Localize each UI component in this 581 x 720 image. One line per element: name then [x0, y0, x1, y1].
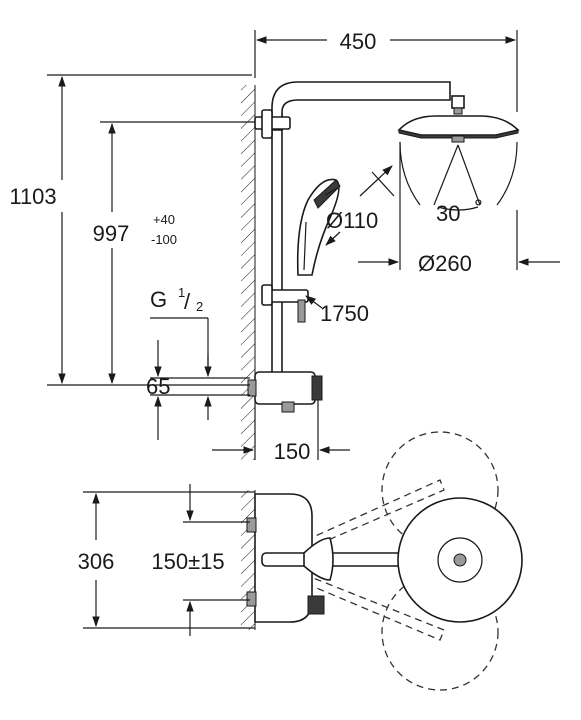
swivel-angle-marker	[399, 141, 518, 211]
dimension-260-label: Ø260	[418, 251, 472, 276]
thread-slash: /	[184, 289, 191, 314]
dimension-150-label: 150	[274, 439, 311, 464]
wall-bracket-top	[254, 109, 291, 139]
wall-top-view	[241, 490, 256, 630]
wall-side-view	[241, 85, 256, 460]
connection-thread-label: G 1 / 2	[150, 285, 209, 372]
dimension-65-label: 65	[146, 374, 170, 399]
dimension-depth-306: 306	[78, 491, 255, 629]
angle-unit-label: °	[474, 195, 483, 220]
tolerance-minus-label: -100	[151, 232, 177, 247]
top-view: 306 150±15	[78, 431, 523, 691]
dimension-450-label: 450	[340, 29, 377, 54]
dimension-150-15-label: 150±15	[151, 549, 224, 574]
dimension-height-997: 997 +40 -100	[93, 121, 255, 385]
dimension-height-1103: 1103	[9, 74, 252, 386]
dimension-projection-150: 150	[212, 400, 350, 464]
head-shower	[397, 95, 520, 143]
dimension-offset-65: 65	[146, 340, 250, 440]
dimension-inlet-spacing: 150±15	[151, 484, 250, 636]
hand-shower-holder	[261, 284, 309, 323]
tolerance-plus-label: +40	[153, 212, 175, 227]
dimension-swivel-angle: 30 °	[436, 195, 483, 226]
dimension-hose-length: 1750	[305, 295, 369, 326]
thread-numerator: 1	[178, 285, 185, 300]
dimension-head-shower-diameter: Ø260	[358, 142, 560, 276]
thread-denominator: 2	[196, 299, 203, 314]
dimension-hand-shower-diameter: Ø110	[325, 165, 395, 246]
angle-value-label: 30	[436, 201, 460, 226]
head-shower-top	[397, 497, 523, 623]
dimension-110-label: Ø110	[326, 208, 378, 233]
thermostat-mixer-side	[247, 371, 323, 413]
thread-prefix: G	[150, 287, 167, 312]
riser-pipe	[271, 81, 451, 381]
hand-shower	[296, 178, 341, 276]
side-view: 450 1103 997 +40 -100 G 1 / 2	[9, 29, 560, 464]
dimension-997-label: 997	[93, 221, 130, 246]
dimension-width-450: 450	[254, 29, 518, 112]
dimension-306-label: 306	[78, 549, 115, 574]
dimension-1750-label: 1750	[320, 301, 369, 326]
dimension-1103-label: 1103	[9, 184, 56, 209]
